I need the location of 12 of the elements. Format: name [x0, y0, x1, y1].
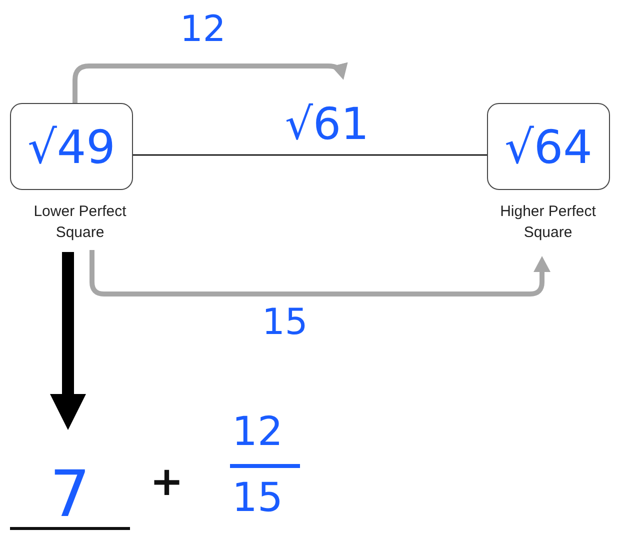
connector-line	[133, 154, 487, 156]
arrow	[50, 252, 86, 430]
square-root-box: √64	[487, 103, 610, 190]
box-caption: Higher Perfect Square	[499, 202, 597, 243]
box-caption: Lower Perfect Square	[32, 202, 128, 243]
answer-blank: 7	[10, 440, 130, 530]
fraction-numerator: 12	[232, 412, 283, 452]
arrow	[90, 250, 550, 296]
plus-sign: +	[150, 462, 184, 502]
square-root-box: √49	[10, 103, 133, 190]
arrow	[72, 62, 348, 103]
fraction-denominator: 15	[232, 478, 283, 518]
